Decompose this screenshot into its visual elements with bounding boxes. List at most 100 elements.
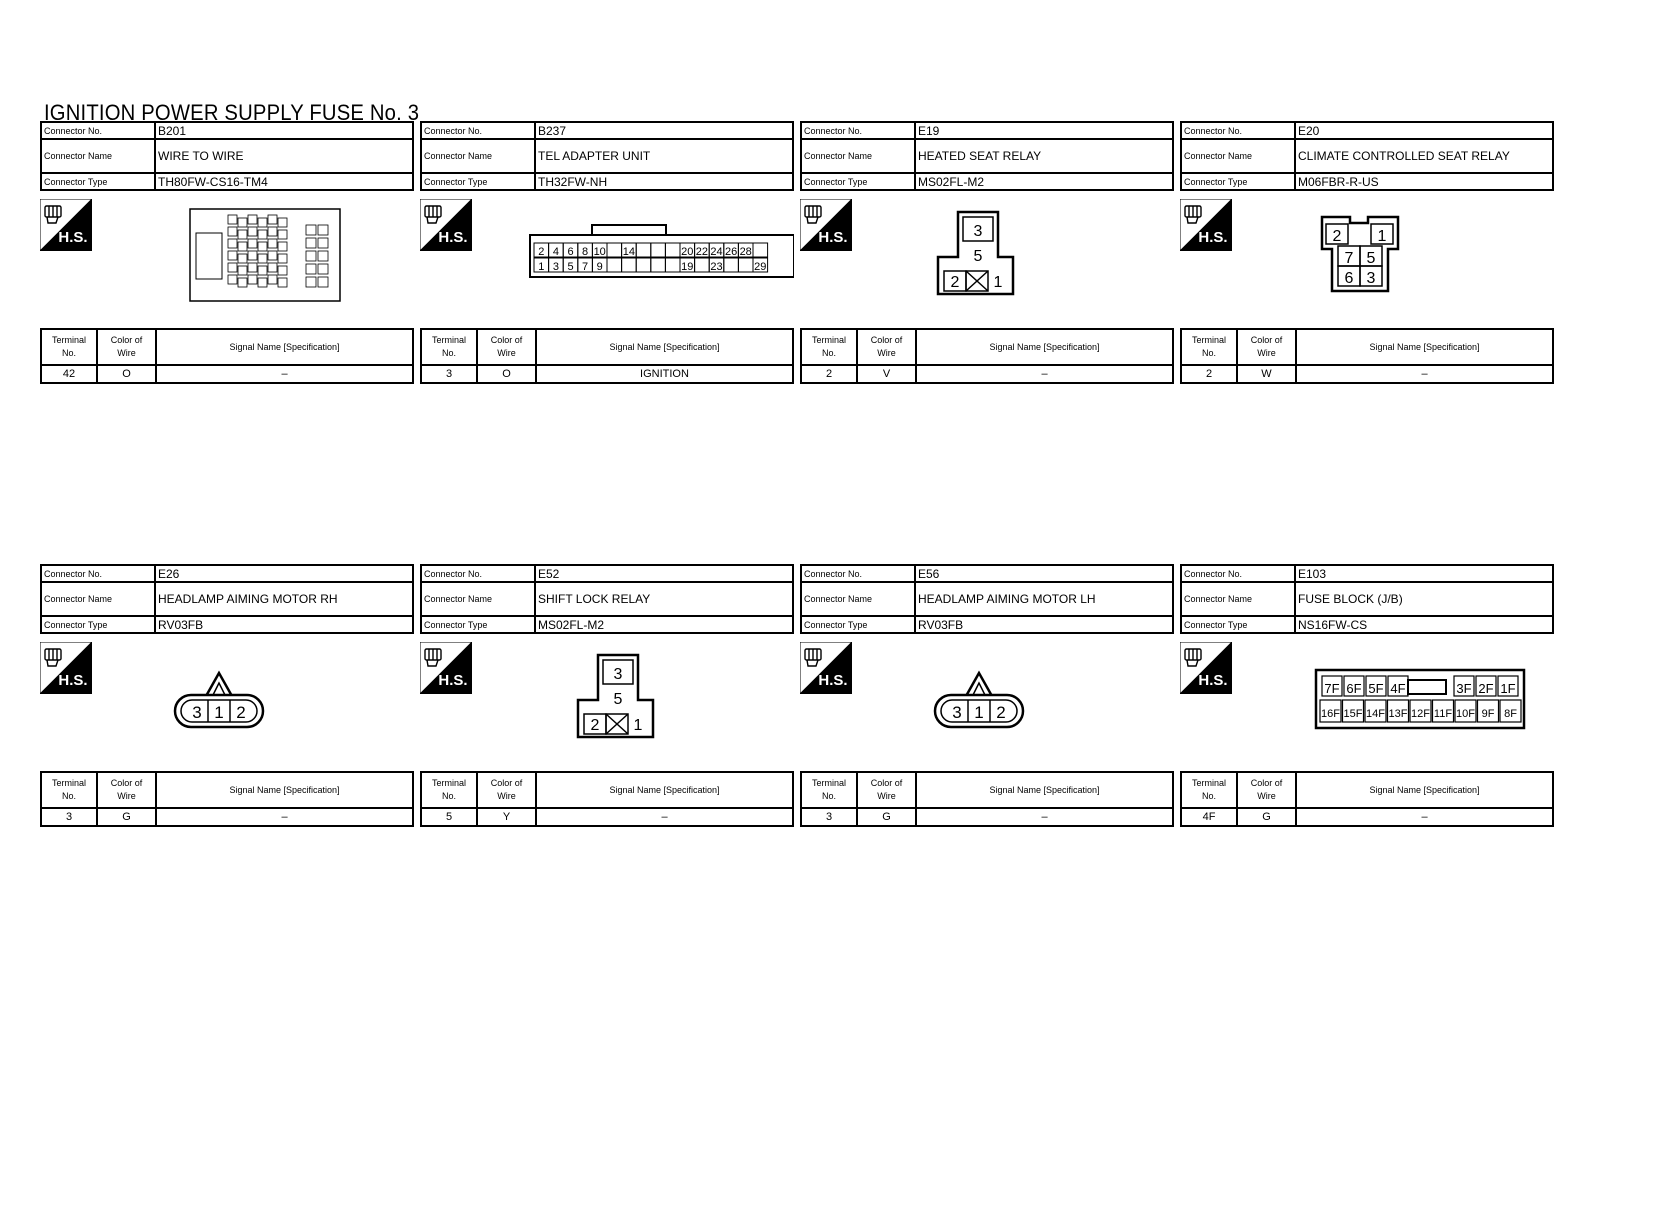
pin-label: 5 xyxy=(974,248,983,265)
connector-number-label: Connector No. xyxy=(420,121,536,140)
pin-label: 7 xyxy=(1345,250,1354,267)
connector-name-label: Connector Name xyxy=(420,138,536,174)
pin-label: 8F xyxy=(1504,708,1517,720)
pin-cavity xyxy=(635,242,652,258)
connector-number-label: Connector No. xyxy=(1180,564,1296,583)
pin-cavity xyxy=(227,214,238,225)
pin-cavity xyxy=(267,250,278,261)
pin-cavity xyxy=(962,216,994,242)
connector-type-label: Connector Type xyxy=(40,615,156,634)
pin-cavity xyxy=(1364,699,1387,723)
harness-side-badge: H.S. xyxy=(40,199,92,251)
pin-cavity xyxy=(305,224,317,236)
hs-label: H.S. xyxy=(58,229,87,246)
pin-cavity xyxy=(257,277,268,288)
pin-cavity xyxy=(1453,675,1475,697)
pin-label: 5 xyxy=(567,261,573,273)
pin-label: 1 xyxy=(1378,228,1387,245)
connector-number-label: Connector No. xyxy=(800,564,916,583)
harness-side-badge: H.S. xyxy=(800,642,852,694)
connector-housing xyxy=(936,210,1015,296)
pin-label: 4F xyxy=(1390,681,1405,696)
pin-label: 3 xyxy=(614,666,623,683)
pin-label: 26 xyxy=(725,246,737,258)
pin-cavity xyxy=(1409,699,1432,723)
pin-cavity xyxy=(1475,675,1497,697)
connector-housing xyxy=(189,208,341,302)
signal-name-header: Signal Name [Specification] xyxy=(535,771,794,809)
pin-cavity xyxy=(237,265,248,276)
connector-number-label: Connector No. xyxy=(420,564,536,583)
pin-cavity xyxy=(635,257,652,273)
terminal-no: 42 xyxy=(40,364,98,384)
pin-label: 4 xyxy=(553,246,559,258)
connector-number: E19 xyxy=(914,121,1174,140)
connector-housing xyxy=(933,693,1025,729)
pin-cavity xyxy=(247,274,258,285)
connector-type-label: Connector Type xyxy=(800,615,916,634)
signal-name: – xyxy=(1295,807,1554,827)
wire-color: G xyxy=(1236,807,1297,827)
pin-cavity xyxy=(237,241,248,252)
pin-label: 5F xyxy=(1368,681,1383,696)
pin-label: 3 xyxy=(1367,270,1376,287)
blank-mark xyxy=(965,270,989,292)
signal-name: – xyxy=(155,364,414,384)
pin-cavity xyxy=(237,229,248,240)
wire-color: V xyxy=(856,364,917,384)
pin-cavity xyxy=(305,276,317,288)
harness-side-badge: H.S. xyxy=(420,199,472,251)
pin-label: 20 xyxy=(681,246,693,258)
pin-label: 10F xyxy=(1456,708,1475,720)
pin-label: 9F xyxy=(1482,708,1495,720)
pin-label: 6 xyxy=(567,246,573,258)
connector-name: WIRE TO WIRE xyxy=(154,138,414,174)
key-slot xyxy=(1407,679,1447,695)
pin-label: 5 xyxy=(614,691,623,708)
terminal-no: 4F xyxy=(1180,807,1238,827)
hs-label: H.S. xyxy=(818,672,847,689)
pin-cavity xyxy=(305,237,317,249)
pin-cavity xyxy=(1359,265,1383,287)
pin-cavity xyxy=(247,262,258,273)
connector-housing xyxy=(1314,668,1526,730)
pin-label: 1 xyxy=(634,717,643,734)
pin-cavity xyxy=(752,257,769,273)
connector-housing xyxy=(529,234,794,278)
blank-cavity xyxy=(605,713,629,735)
pin-label: 3 xyxy=(553,261,559,273)
connector-type-label: Connector Type xyxy=(1180,615,1296,634)
harness-side-badge: H.S. xyxy=(420,642,472,694)
terminal-no: 2 xyxy=(1180,364,1238,384)
pin-cavity xyxy=(694,257,710,273)
pin-label: 6F xyxy=(1346,681,1361,696)
hs-label: H.S. xyxy=(438,229,467,246)
pin-cavity xyxy=(267,214,278,225)
connector-number: E56 xyxy=(914,564,1174,583)
pin-label: 11F xyxy=(1434,708,1452,720)
hs-label: H.S. xyxy=(1198,672,1227,689)
pin-label: 12F xyxy=(1411,708,1430,720)
connector-name: SHIFT LOCK RELAY xyxy=(534,581,794,617)
connector-hand-icon xyxy=(1184,205,1202,224)
wire-color: O xyxy=(96,364,157,384)
signal-name-header: Signal Name [Specification] xyxy=(535,328,794,366)
terminal-no: 3 xyxy=(40,807,98,827)
connector-name: FUSE BLOCK (J/B) xyxy=(1294,581,1554,617)
pin-label: 14F xyxy=(1366,708,1385,720)
pin-label: 2 xyxy=(591,717,600,734)
